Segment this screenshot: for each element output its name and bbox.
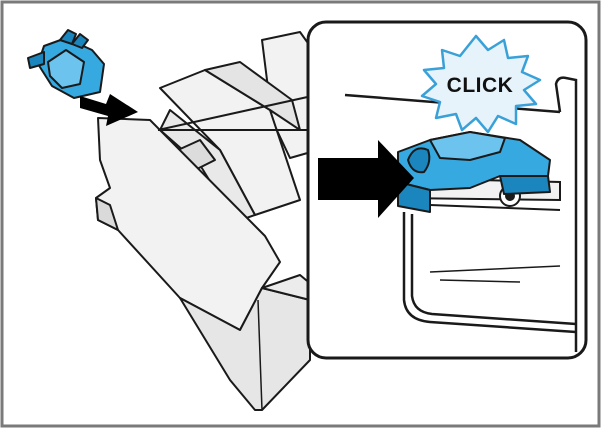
insert-arrow xyxy=(80,94,138,126)
insert-clip-2 xyxy=(71,33,89,49)
detail-side-wall xyxy=(554,76,578,352)
detail-floor-line-2 xyxy=(439,279,521,283)
insert-tab-left xyxy=(27,51,45,69)
drawer-divider-top xyxy=(204,61,301,131)
click-label: CLICK xyxy=(447,74,514,97)
detail-drawer-walls xyxy=(344,76,578,352)
drawer-base xyxy=(179,287,311,411)
detail-part-top xyxy=(429,131,506,161)
detail-blue-part xyxy=(397,131,551,213)
detail-part-knob xyxy=(407,147,431,174)
drawer-handle-notch xyxy=(95,197,119,231)
blue-insert-part xyxy=(27,29,105,99)
detail-inner-wall-inner xyxy=(410,214,577,326)
detail-floor-line-1 xyxy=(429,265,561,273)
detail-pointer-line-top xyxy=(157,95,313,131)
drawer-edge-line xyxy=(257,299,263,411)
detail-part-foot xyxy=(397,181,431,213)
insert-face xyxy=(47,49,85,89)
insert-clip-1 xyxy=(59,29,77,45)
detail-panel: CLICK xyxy=(306,20,588,360)
click-callout: CLICK xyxy=(420,34,542,134)
detail-part-latch xyxy=(499,175,551,195)
detail-inner-wall-outer xyxy=(402,212,577,334)
detail-push-arrow xyxy=(318,140,414,218)
starburst-icon xyxy=(420,34,542,134)
